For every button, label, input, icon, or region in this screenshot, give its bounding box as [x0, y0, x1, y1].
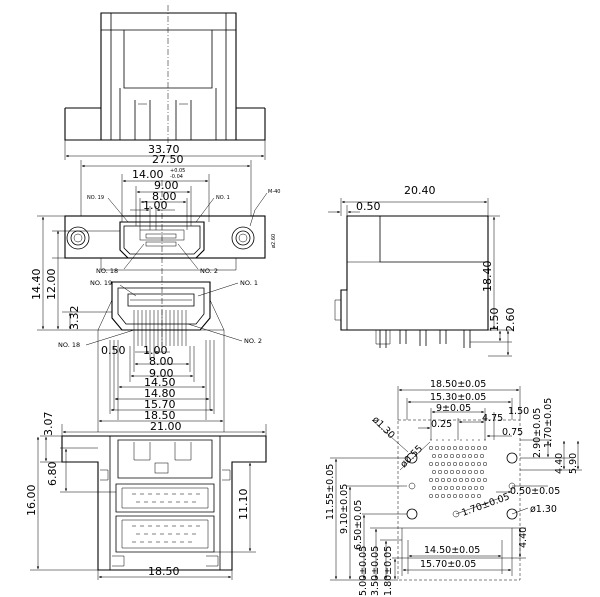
- fp-h-3-50: 3.50±0.05: [370, 546, 381, 596]
- bottom-view: 3.07 6.80 16.00 11.10 18.50: [25, 412, 267, 580]
- fp-v-5-90: 5.90: [568, 453, 579, 474]
- fp-h-1-80: 1.80±0.05: [383, 546, 394, 596]
- front-label-no18: NO. 18: [96, 267, 118, 275]
- dim-h-3-07: 3.07: [42, 412, 55, 437]
- dim-width-27-50: 27.50: [152, 153, 184, 166]
- dim-overall-width: 33.70: [148, 143, 180, 156]
- fp-b-15-70: 15.70±0.05: [420, 559, 476, 570]
- dim-h-11-10: 11.10: [237, 489, 250, 521]
- dim-height-12-00: 12.00: [45, 269, 58, 301]
- pin-label-no2: NO. 2: [244, 337, 262, 345]
- dim-bottom-w-18-50: 18.50: [148, 565, 180, 578]
- dim-width-9-00: 9.00: [154, 179, 179, 192]
- dim-height-14-40: 14.40: [30, 269, 43, 301]
- dim-w-21-00: 21.00: [150, 420, 182, 433]
- front-label-no2: NO. 2: [200, 267, 218, 275]
- dim-depth-20-40: 20.40: [404, 184, 436, 197]
- fp-r-0-50: 0.50±0.05: [510, 486, 560, 497]
- dim-height-3-32: 3.32: [68, 306, 81, 331]
- dim-tol-plus: +0.05: [170, 168, 185, 174]
- fp-r-1-70: 1.70±0.05: [460, 491, 511, 519]
- dim-w-15-70: 15.70: [144, 398, 176, 411]
- dim-tol-minus: -0.04: [170, 174, 183, 180]
- fp-w-15-30: 15.30±0.05: [430, 392, 486, 403]
- front-screw-callout: M-40: [268, 189, 280, 195]
- front-view: 27.50 14.00 +0.05 -0.04 9.00 8.00 1.00 N…: [30, 153, 280, 331]
- front-label-no1: NO. 1: [216, 195, 230, 201]
- fp-h-6-50: 6.50±0.05: [353, 500, 364, 550]
- pin-label-no18: NO. 18: [58, 341, 80, 349]
- top-view: 33.70: [64, 5, 266, 160]
- fp-w-4-75: 4.75: [482, 413, 503, 424]
- fp-v-4-40: 4.40: [554, 453, 565, 474]
- fp-h-11-55: 11.55±0.05: [325, 464, 336, 520]
- dim-w-18-50: 18.50: [144, 409, 176, 422]
- side-view: 20.40 0.50 18.40 1.50 2.60: [328, 184, 517, 357]
- fp-w-0-25: 0.25: [431, 419, 452, 430]
- pad-grid: [428, 439, 488, 499]
- fp-b-14-50: 14.50±0.05: [424, 545, 480, 556]
- dim-width-1-00: 1.00: [143, 199, 168, 212]
- fp-v-2-90: 2.90±0.05: [532, 408, 543, 458]
- dim-h-16-00: 16.00: [25, 485, 38, 517]
- fp-h-9-10: 9.10±0.05: [339, 484, 350, 534]
- fp-r-4-40: 4.40: [518, 527, 529, 548]
- dim-width-8-00: 8.00: [152, 190, 177, 203]
- dim-w-9-00: 9.00: [149, 367, 174, 380]
- pin-label-no1: NO. 1: [240, 279, 258, 287]
- dim-side-h-1-50: 1.50: [488, 308, 501, 333]
- fp-w-0-75: 0.75: [502, 427, 523, 438]
- fp-r-d1-30: ø1.30: [530, 504, 557, 515]
- pin-view: NO. 19 NO. 1 NO. 18 NO. 2 3.32 0.50 1.00…: [58, 276, 267, 436]
- fp-w-18-50: 18.50±0.05: [430, 379, 486, 390]
- fp-h-5-00: 5.00±0.05: [358, 546, 369, 596]
- mount-hole-right: [506, 452, 518, 464]
- dim-width-14-00: 14.00: [132, 168, 164, 181]
- fp-w-1-50: 1.50: [508, 406, 529, 417]
- fp-d-1-30: ø1.30: [370, 414, 397, 441]
- fp-v-1-70: 1.70±0.05: [543, 398, 554, 448]
- dim-w-14-80: 14.80: [144, 387, 176, 400]
- dim-w-8-00: 8.00: [149, 355, 174, 368]
- pcb-footprint: 18.50±0.05 15.30±0.05 9±0.05 4.75 1.50 0…: [325, 379, 582, 596]
- front-hole-callout: ø2.60: [271, 234, 277, 248]
- dim-pitch-0-50: 0.50: [101, 344, 126, 357]
- dim-side-0-50: 0.50: [356, 200, 381, 213]
- dim-h-6-80: 6.80: [46, 462, 59, 487]
- pin-label-no19: NO. 19: [90, 279, 112, 287]
- fp-w-9: 9±0.05: [436, 403, 471, 414]
- dim-w-14-50: 14.50: [144, 376, 176, 389]
- bottom-pin-grid: [132, 493, 200, 543]
- dim-w-1-00: 1.00: [143, 344, 168, 357]
- front-label-no19: NO. 19: [87, 195, 104, 201]
- dim-side-h-2-60: 2.60: [504, 308, 517, 333]
- dim-side-h-18-40: 18.40: [481, 261, 494, 293]
